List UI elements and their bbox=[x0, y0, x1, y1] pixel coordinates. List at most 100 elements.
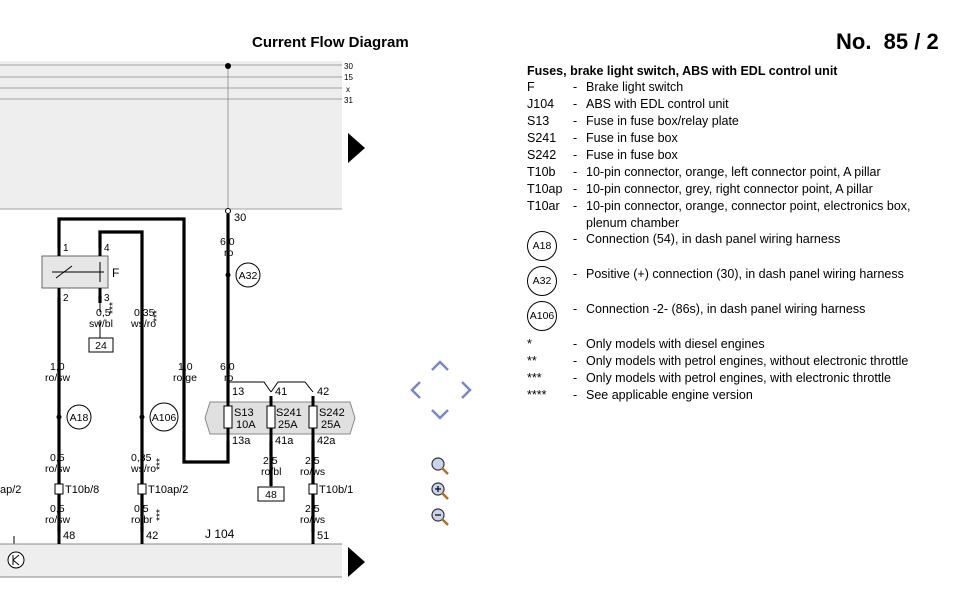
wire-label-w6-color: ro bbox=[224, 372, 233, 384]
wire-ro-ge bbox=[57, 217, 230, 464]
wire-label-w10-size: 2,5 bbox=[305, 455, 320, 467]
ground-box-24 bbox=[88, 337, 114, 353]
fuse-s242-out: 42a bbox=[317, 435, 336, 447]
connector-t10b8 bbox=[54, 483, 64, 495]
zoom-out-icon[interactable] bbox=[431, 508, 449, 526]
bus-panel bbox=[0, 61, 342, 209]
bus-label-15: 15 bbox=[344, 73, 353, 82]
legend: Fuses, brake light switch, ABS with EDL … bbox=[527, 63, 957, 402]
fuse-s13-in: 13 bbox=[232, 386, 244, 398]
pin-51-label: 51 bbox=[317, 530, 329, 542]
bus-label-31: 31 bbox=[344, 96, 353, 105]
bus-label-30: 30 bbox=[344, 62, 353, 71]
switch-pin-3: 3 bbox=[104, 293, 110, 304]
stars-w8: *** bbox=[155, 458, 166, 470]
connector-left-label: ap/2 bbox=[0, 484, 21, 496]
stars-w2: *** bbox=[108, 302, 119, 314]
connector-t10b1 bbox=[308, 483, 318, 495]
bus-lines bbox=[0, 64, 342, 210]
wire-label-w7-color: ro/sw bbox=[45, 463, 71, 475]
switch-pin-4: 4 bbox=[104, 243, 110, 254]
wire-label-w12-color: ro/br bbox=[131, 514, 153, 526]
pin-42-label: 42 bbox=[146, 530, 158, 542]
wire-label-w12-size: 0,5 bbox=[134, 503, 149, 515]
wire-label-w9-size: 2,5 bbox=[263, 455, 278, 467]
switch-pin-1: 1 bbox=[63, 243, 69, 254]
page-title: Current Flow Diagram bbox=[252, 34, 409, 51]
fuse-s13-rating: 10A bbox=[236, 419, 256, 431]
wire-label-w4-color: ro/sw bbox=[45, 372, 71, 384]
fuse-s13 bbox=[223, 405, 233, 429]
fuse-feed-2 bbox=[270, 381, 314, 393]
terminal-30-dot bbox=[225, 208, 231, 214]
zoom-in-icon[interactable] bbox=[431, 482, 449, 500]
legend-circle-a18: A18 bbox=[527, 231, 557, 261]
wire-label-w13-size: 2,5 bbox=[305, 503, 320, 515]
wire-label-w11-size: 0,5 bbox=[50, 503, 65, 515]
wire-label-w5-size: 1,0 bbox=[178, 361, 193, 373]
arrow-right-icon[interactable] bbox=[461, 381, 472, 399]
connection-a18 bbox=[66, 404, 92, 430]
switch-pin-2: 2 bbox=[63, 293, 69, 304]
connector-t10b1-label: T10b/1 bbox=[319, 484, 353, 496]
arrow-up-icon[interactable] bbox=[431, 360, 449, 371]
fuse-s242-name: S242 bbox=[319, 407, 345, 419]
wire-label-w1-color: ro bbox=[224, 247, 233, 259]
connector-t10b8-label: T10b/8 bbox=[65, 484, 99, 496]
control-unit-label: J 104 bbox=[205, 527, 235, 541]
next-page-bottom-icon[interactable] bbox=[348, 547, 365, 577]
wire-label-w8-color: ws/ro bbox=[130, 463, 156, 475]
connection-a106-label: A106 bbox=[152, 412, 177, 424]
connection-a106 bbox=[149, 402, 179, 432]
arrow-down-icon[interactable] bbox=[431, 409, 449, 420]
wire-label-w5-color: ro/ge bbox=[173, 372, 197, 384]
wire-label-w7-size: 0,5 bbox=[50, 452, 65, 464]
ground-box-48 bbox=[257, 486, 285, 502]
wire-label-w9-color: ro/bl bbox=[261, 466, 281, 478]
zoom-icon[interactable] bbox=[431, 457, 449, 475]
wire-label-w1-size: 6,0 bbox=[220, 236, 235, 248]
wire-label-w10-color: ro/ws bbox=[300, 466, 325, 478]
bus-label-x: x bbox=[346, 85, 350, 94]
wire-label-w11-color: ro/sw bbox=[45, 514, 71, 526]
wire-label-w8-size: 0,35 bbox=[131, 452, 152, 464]
fuse-s242-in: 42 bbox=[317, 386, 329, 398]
pin-48-label: 48 bbox=[63, 530, 75, 542]
fuse-feed-1 bbox=[228, 381, 272, 393]
fuse-s241 bbox=[266, 405, 276, 429]
ground-box-24-label: 24 bbox=[95, 340, 107, 352]
arrow-left-icon[interactable] bbox=[410, 381, 421, 399]
wire-label-w6-size: 6,0 bbox=[220, 361, 235, 373]
wire-label-w13-color: ro/ws bbox=[300, 514, 325, 526]
bus-junction-dot bbox=[225, 63, 231, 69]
legend-heading: Fuses, brake light switch, ABS with EDL … bbox=[527, 64, 838, 78]
connection-a32 bbox=[235, 262, 261, 288]
ground-symbol-icon bbox=[7, 551, 25, 569]
switch-label: F bbox=[112, 266, 119, 280]
wire-label-w2-color: sw/bl bbox=[89, 318, 113, 330]
terminal-30-label: 30 bbox=[234, 212, 246, 224]
fuse-s241-name: S241 bbox=[276, 407, 302, 419]
fuse-s13-out: 13a bbox=[232, 435, 251, 447]
connection-a18-label: A18 bbox=[70, 412, 89, 424]
fuse-s242-rating: 25A bbox=[321, 419, 341, 431]
legend-circle-a32: A32 bbox=[527, 266, 557, 296]
fuse-s241-rating: 25A bbox=[278, 419, 298, 431]
fuse-s13-name: S13 bbox=[234, 407, 254, 419]
connector-t10ap2 bbox=[137, 483, 147, 495]
wire-ws-ro bbox=[98, 230, 144, 532]
wire-label-w3-size: 0,35 bbox=[134, 307, 155, 319]
next-page-icon[interactable] bbox=[348, 133, 365, 163]
ground-box-48-label: 48 bbox=[265, 489, 277, 501]
fuse-s242 bbox=[308, 405, 318, 429]
fuse-s241-in: 41 bbox=[275, 386, 287, 398]
legend-circle-a106: A106 bbox=[527, 301, 557, 331]
control-unit-j104 bbox=[0, 544, 342, 577]
document-number: No. 85 / 2 bbox=[836, 29, 939, 54]
fuse-s241-out: 41a bbox=[275, 435, 294, 447]
wire-label-w2-size: 0,5 bbox=[96, 307, 111, 319]
wire-label-w4-size: 1,0 bbox=[50, 361, 65, 373]
stars-w3: *** bbox=[152, 310, 163, 322]
stars-w12: *** bbox=[155, 509, 166, 521]
